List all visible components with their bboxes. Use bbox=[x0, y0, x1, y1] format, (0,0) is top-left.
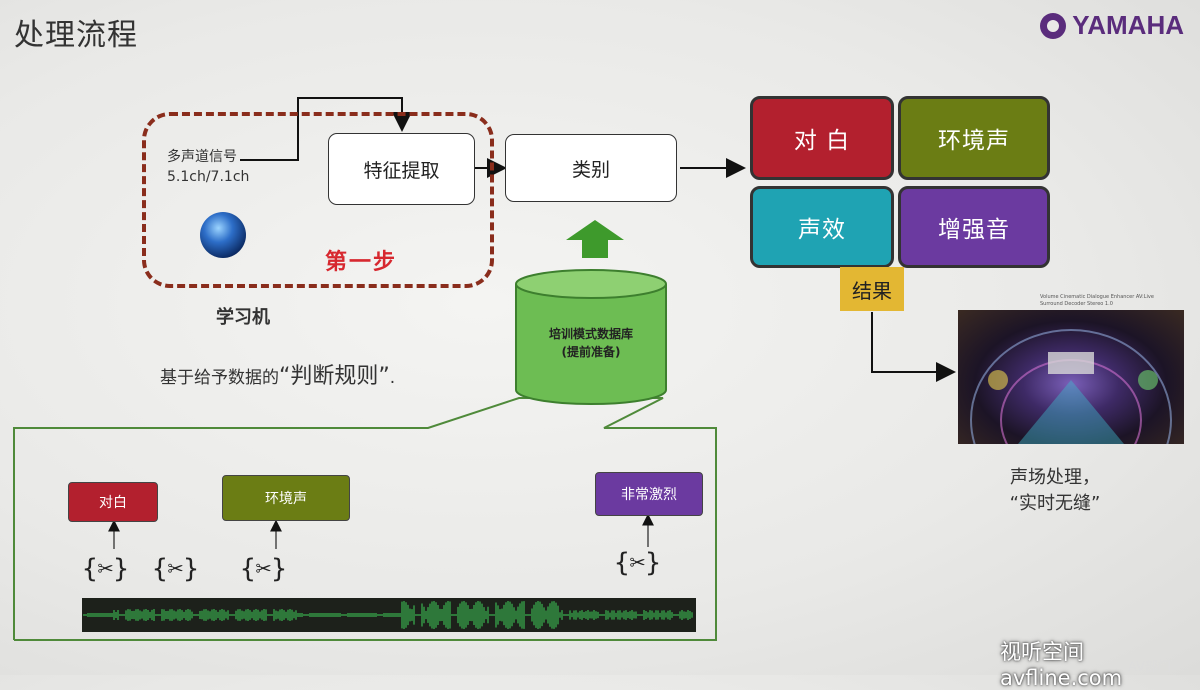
caption-line-1: 声场处理， bbox=[1010, 467, 1100, 488]
category-dialogue: 对 白 bbox=[750, 96, 894, 180]
step-one-label: 第一步 bbox=[325, 250, 398, 275]
rule-caption: 基于给予数据的“判断规则”. bbox=[160, 358, 395, 390]
rule-suffix: . bbox=[389, 368, 396, 388]
input-signal-format: 5.1ch/7.1ch bbox=[167, 169, 250, 185]
result-badge: 结果 bbox=[840, 267, 904, 311]
segment-cut-3: {✂} bbox=[240, 554, 287, 584]
department-label: AV部门 bbox=[1128, 660, 1171, 675]
page-title: 处理流程 bbox=[14, 18, 138, 53]
database-label: 培训模式数据库 (提前准备) bbox=[514, 325, 668, 361]
brand-logo: YAMAHA bbox=[1040, 10, 1184, 41]
category-box: 类别 bbox=[505, 134, 677, 202]
screen-line-2: Surround Decoder Stereo 1.0 bbox=[1040, 301, 1113, 307]
input-signal-name: 多声道信号 bbox=[167, 149, 237, 165]
learner-label: 学习机 bbox=[216, 307, 270, 328]
upload-arrow-icon bbox=[566, 220, 624, 258]
database-name: 培训模式数据库 bbox=[548, 327, 633, 341]
training-database-icon bbox=[515, 269, 667, 405]
timeline-tag-dialogue: 对白 bbox=[68, 482, 158, 522]
learner-region bbox=[142, 112, 494, 288]
soundfield-caption: 声场处理， “实时无缝” bbox=[960, 465, 1150, 517]
timeline-tag-ambience: 环境声 bbox=[222, 475, 350, 521]
rule-prefix: 基于给予数据的 bbox=[160, 368, 279, 388]
segment-cut-1: {✂} bbox=[82, 554, 129, 584]
feature-extraction-box: 特征提取 bbox=[328, 133, 475, 205]
caption-line-2: “实时无缝” bbox=[1009, 493, 1101, 514]
segment-cut-2: {✂} bbox=[152, 554, 199, 584]
timeline-tag-intense: 非常激烈 bbox=[595, 472, 703, 516]
soundfield-visual bbox=[970, 329, 1172, 444]
category-ambience: 环境声 bbox=[898, 96, 1050, 180]
rule-quote: “判断规则” bbox=[279, 364, 390, 389]
category-sound-effects: 声效 bbox=[750, 186, 894, 268]
database-note: (提前准备) bbox=[561, 345, 621, 359]
category-enhanced-audio: 增强音 bbox=[898, 186, 1050, 268]
result-to-soundfield-line bbox=[871, 312, 956, 382]
input-to-feature-line bbox=[240, 97, 412, 161]
brand-name: YAMAHA bbox=[1072, 10, 1184, 40]
screen-line-1: Volume Cinematic Dialogue Enhancer AV:Li… bbox=[1040, 294, 1154, 300]
timeline-frame bbox=[13, 397, 717, 641]
audio-waveform bbox=[82, 598, 696, 632]
soundfield-screen-text: Volume Cinematic Dialogue Enhancer AV:Li… bbox=[1040, 294, 1154, 308]
input-signal-label: 多声道信号 5.1ch/7.1ch bbox=[167, 147, 249, 187]
segment-cut-4: {✂} bbox=[614, 548, 661, 578]
soundfield-image bbox=[958, 310, 1184, 444]
flow-connectors bbox=[13, 97, 956, 641]
yamaha-emblem-icon bbox=[1040, 12, 1067, 39]
bluray-disc-icon bbox=[200, 212, 246, 258]
